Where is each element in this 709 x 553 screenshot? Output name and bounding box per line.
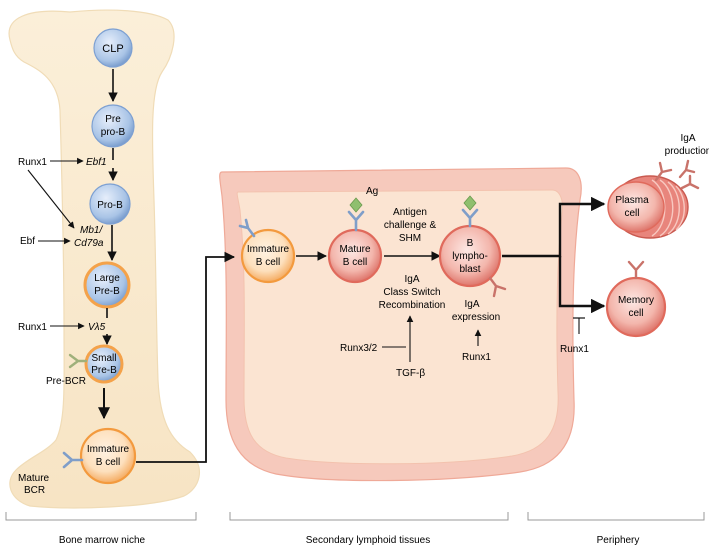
plasma-cell-label-1: Plasma <box>615 195 649 206</box>
antigen-challenge-label-1: Antigen <box>393 207 427 218</box>
iga-antibody-icons <box>654 159 700 190</box>
class-switch-label-3: Recombination <box>379 300 446 311</box>
section-brackets <box>5 512 705 521</box>
immature-bcr-icon <box>238 218 256 238</box>
tgfb-label: TGF-β <box>396 368 425 379</box>
mature-b-cell: Mature B cell <box>327 228 383 284</box>
pro-b-cell: Pro-B <box>89 183 131 225</box>
b-lymphoblast-label-3: blast <box>459 264 480 275</box>
pre-bcr-label: Pre-BCR <box>46 376 86 387</box>
runx1-mid-label: Runx1 <box>18 322 47 333</box>
lymphoblast-antigen-icon <box>463 195 477 211</box>
pre-pro-b-label-2: pro-B <box>101 127 126 138</box>
iga-production-label-2: production <box>665 146 709 157</box>
section-lymphoid: Secondary lymphoid tissues <box>306 535 431 546</box>
b-lymphoblast-label-1: B <box>467 238 474 249</box>
b-lymphoblast-label-2: lympho- <box>452 251 488 262</box>
mature-b-bcr-icon <box>347 210 365 232</box>
mature-bcr-label-1: Mature <box>18 473 50 484</box>
memory-cell: Memory cell <box>605 276 667 338</box>
runx1-iga-label: Runx1 <box>462 352 491 363</box>
runx1-periphery-label: Runx1 <box>560 344 589 355</box>
plasma-cell: Plasma cell <box>607 175 689 239</box>
immature-b-marrow-label-2: B cell <box>96 457 120 468</box>
antigen-challenge-label-3: SHM <box>399 233 421 244</box>
class-switch-label-2: Class Switch <box>383 287 440 298</box>
large-pre-b-cell: Large Pre-B <box>83 261 131 309</box>
immature-b-marrow-label-1: Immature <box>87 444 130 455</box>
mature-bcr-receptor-icon <box>62 451 84 469</box>
small-pre-b-label-1: Small <box>91 353 116 364</box>
iga-production-label-1: IgA <box>680 133 695 144</box>
mature-b-label-1: Mature <box>339 244 371 255</box>
section-periphery: Periphery <box>597 535 640 546</box>
small-pre-b-cell: Small Pre-B <box>84 344 124 384</box>
antigen-challenge-label-2: challenge & <box>384 220 437 231</box>
memory-cell-label-2: cell <box>628 308 643 319</box>
runx32-label: Runx3/2 <box>340 343 378 354</box>
mature-b-label-2: B cell <box>343 257 367 268</box>
ag-label: Ag <box>366 186 378 197</box>
mature-bcr-label-2: BCR <box>24 485 45 496</box>
iga-expression-label-2: expression <box>452 312 500 323</box>
large-pre-b-label-1: Large <box>94 273 120 284</box>
b-lymphoblast-cell: B lympho- blast <box>438 224 502 288</box>
iga-expression-label-1: IgA <box>464 299 479 310</box>
arrow-marrow-to-lymphoid <box>136 251 236 463</box>
bone-marrow-shape <box>8 9 200 509</box>
arrow-to-plasma <box>502 196 606 258</box>
memory-cell-label-1: Memory <box>618 295 654 306</box>
lymphoblast-bcr-icon <box>461 208 479 228</box>
section-bone-marrow: Bone marrow niche <box>59 535 146 546</box>
iga-receptor-icon <box>488 276 507 298</box>
immature-b-lymphoid-label-2: B cell <box>256 257 280 268</box>
pre-bcr-receptor-icon <box>68 353 88 369</box>
class-switch-label-1: IgA <box>404 274 419 285</box>
mb1-gene: Mb1/ <box>80 225 103 236</box>
pre-pro-b-label-1: Pre <box>105 114 121 125</box>
cd79a-gene: Cd79a <box>74 238 104 249</box>
clp-label: CLP <box>102 43 123 55</box>
antigen-icon <box>349 197 363 213</box>
ebf-label: Ebf <box>20 236 35 247</box>
large-pre-b-label-2: Pre-B <box>94 286 120 297</box>
runx1-top-label: Runx1 <box>18 157 47 168</box>
lymphoid-tissue-inner <box>236 189 563 465</box>
immature-b-marrow-cell: Immature B cell <box>79 427 137 485</box>
clp-cell: CLP <box>93 28 133 68</box>
immature-b-lymphoid-label-1: Immature <box>247 244 290 255</box>
arrow-to-memory <box>558 256 606 314</box>
pro-b-label: Pro-B <box>97 200 123 211</box>
arrow-runx1-mb1 <box>27 169 75 229</box>
plasma-cell-label-2: cell <box>624 208 639 219</box>
pre-pro-b-cell: Pre pro-B <box>91 104 135 148</box>
ebf1-gene: Ebf1 <box>86 157 107 168</box>
small-pre-b-label-2: Pre-B <box>91 365 117 376</box>
vl5-gene: Vλ5 <box>88 322 106 333</box>
immature-b-lymphoid-cell: Immature B cell <box>240 228 296 284</box>
memory-iga-icon <box>627 260 645 280</box>
